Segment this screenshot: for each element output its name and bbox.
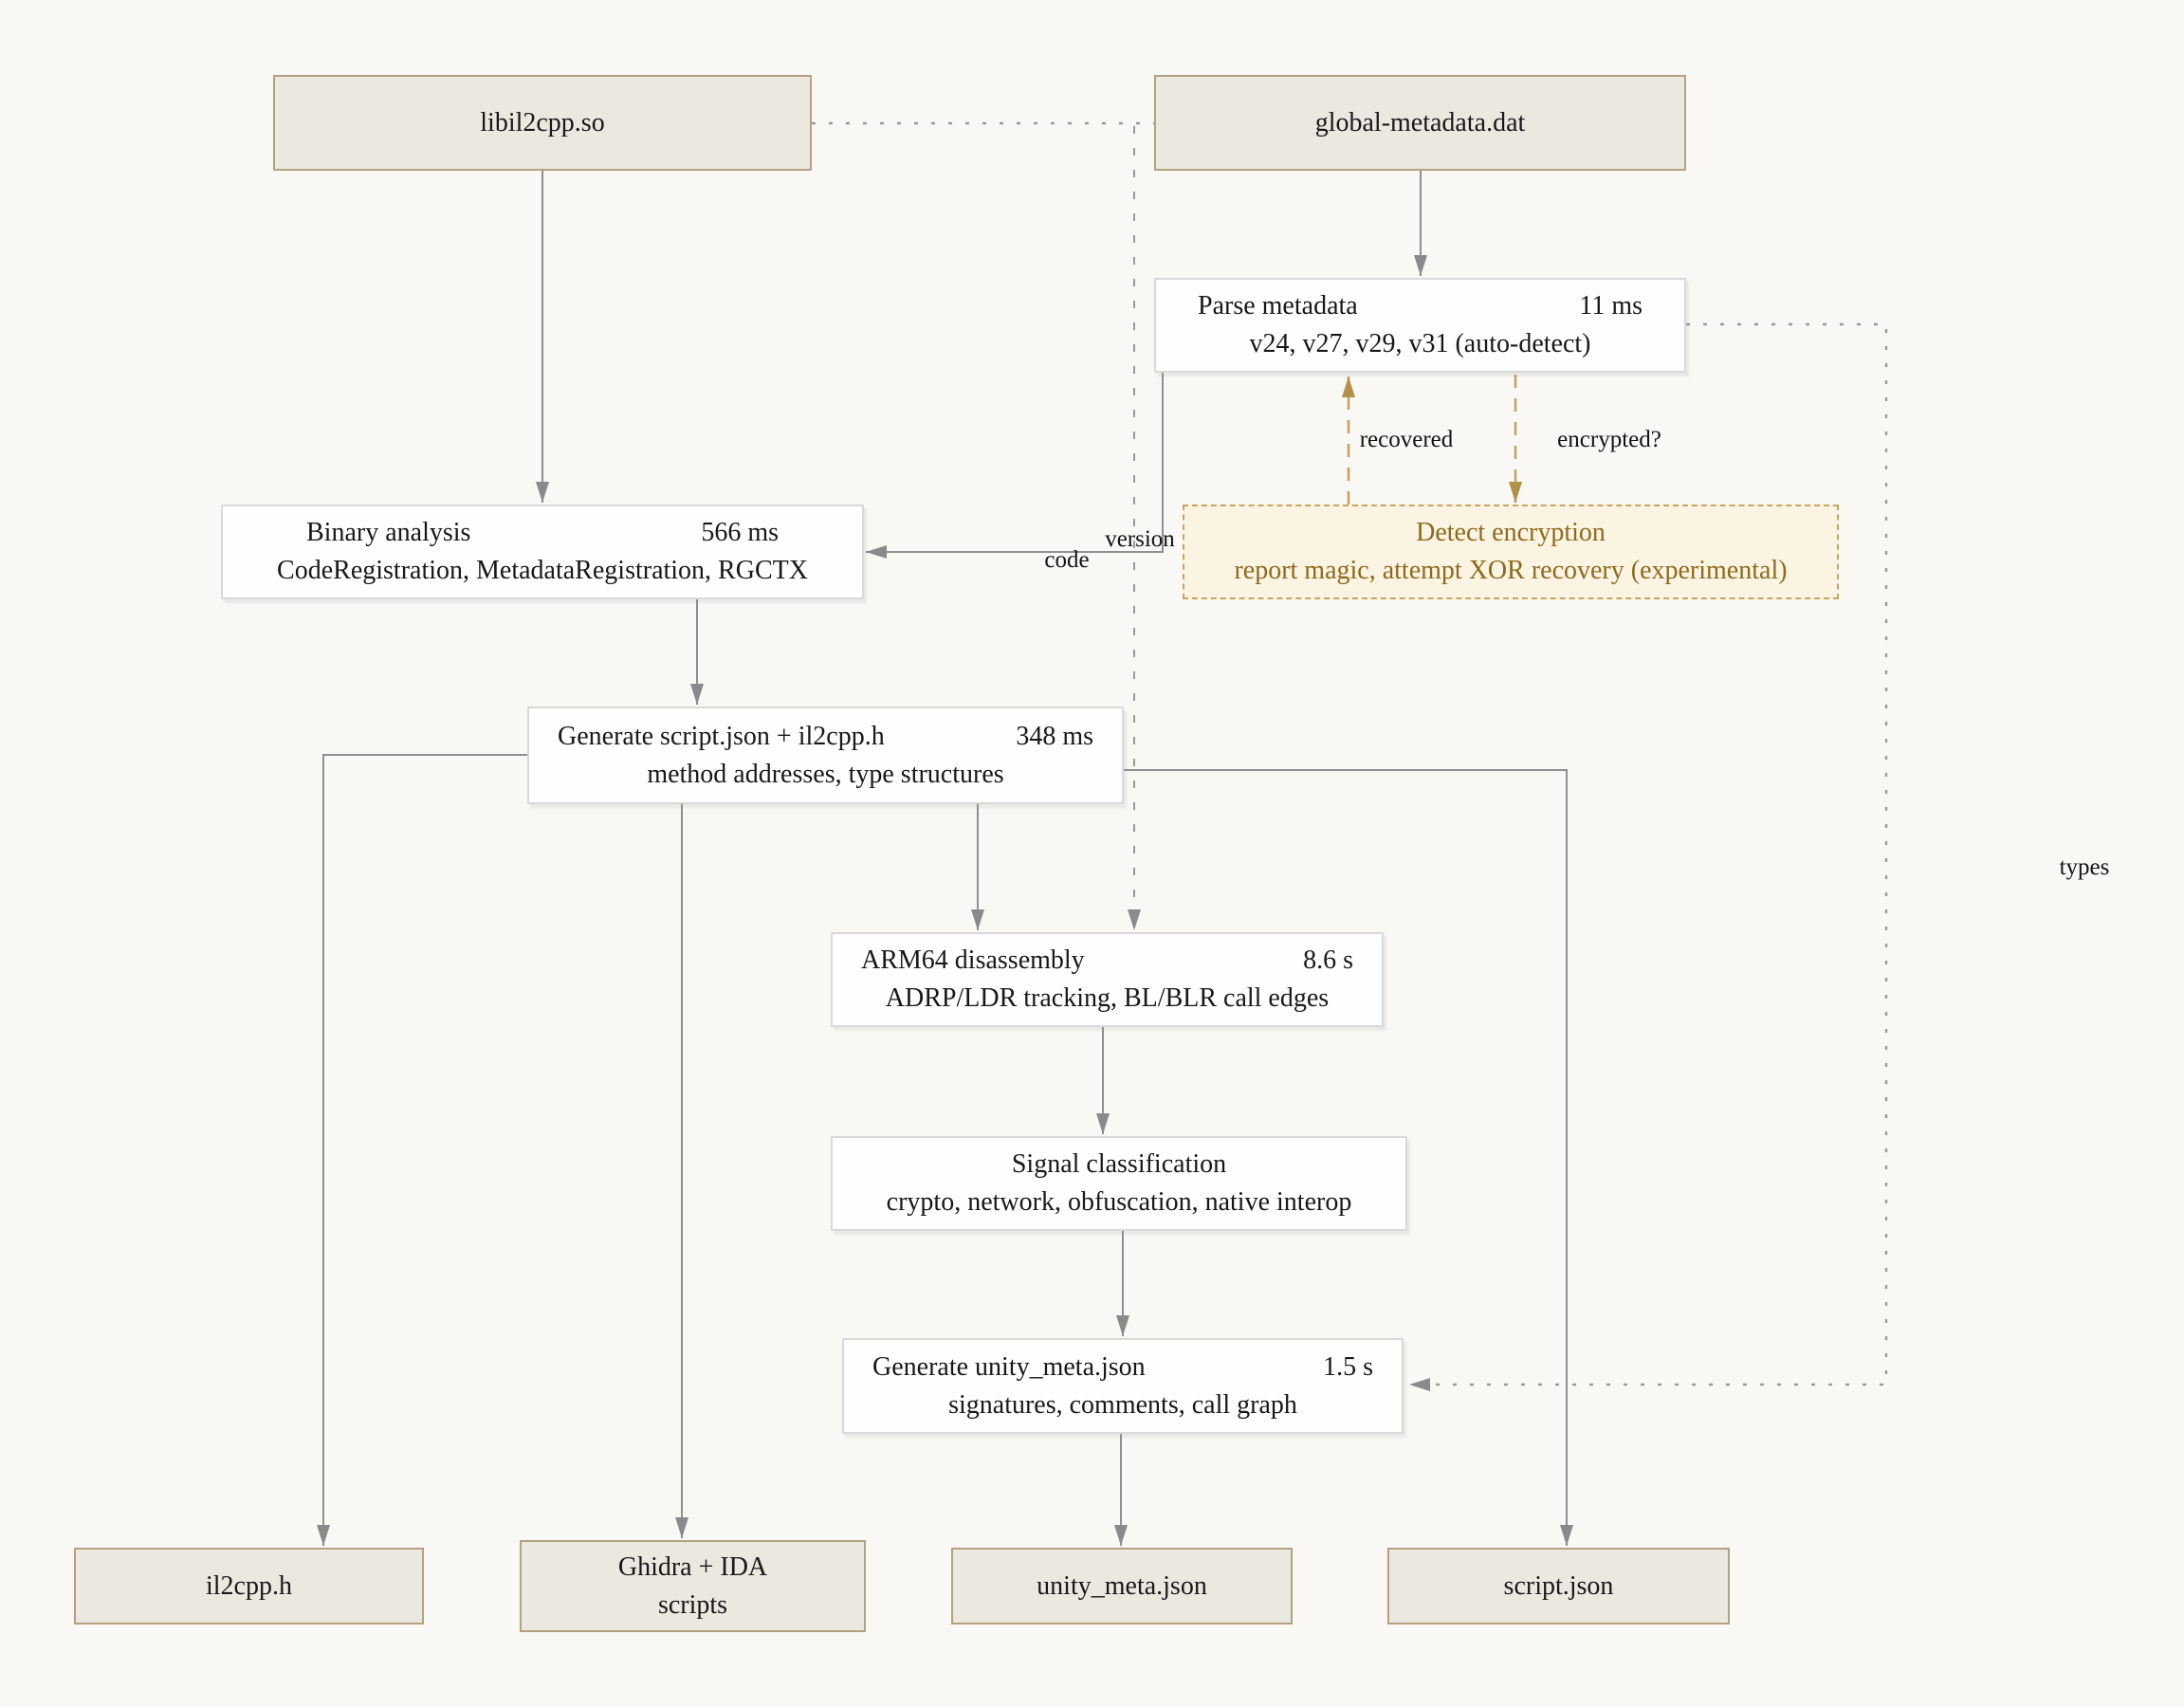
node-binary-analysis: Binary analysis 566 ms CodeRegistration,… [221,505,864,599]
node-output-unity-meta-json: unity_meta.json [951,1548,1293,1624]
node-arm64-disassembly: ARM64 disassembly 8.6 s ADRP/LDR trackin… [831,932,1384,1027]
node-timing: 566 ms [701,518,779,548]
node-title: Generate unity_meta.json [872,1351,1146,1382]
node-label: unity_meta.json [1037,1570,1207,1601]
node-output-script-json: script.json [1387,1548,1730,1624]
node-output-ghidra-ida-scripts: Ghidra + IDA scripts [520,1540,866,1632]
node-title: Signal classification [1011,1149,1227,1180]
node-detect-encryption: Detect encryption report magic, attempt … [1183,505,1839,599]
node-generate-unity-meta: Generate unity_meta.json 1.5 s signature… [842,1338,1404,1434]
node-label: il2cpp.h [206,1570,292,1601]
edge-parse-to-binary [866,373,1164,559]
edge-parse-types-to-generate-unity [1409,322,1888,1391]
node-output-il2cpp-h: il2cpp.h [74,1548,424,1624]
node-subtitle: report magic, attempt XOR recovery (expe… [1234,556,1788,585]
node-signal-classification: Signal classification crypto, network, o… [831,1136,1407,1231]
edge-generate-script-to-il2cpph [317,754,527,1546]
node-subtitle: ADRP/LDR tracking, BL/BLR call edges [885,983,1330,1013]
edge-label-types: types [2059,854,2110,880]
node-label-line2: scripts [657,1589,728,1620]
node-libil2cpp-so: libil2cpp.so [273,75,812,171]
node-title: Parse metadata [1198,291,1358,321]
node-global-metadata-dat: global-metadata.dat [1154,75,1686,171]
edge-label-encrypted: encrypted? [1557,427,1661,452]
node-subtitle: v24, v27, v29, v31 (auto-detect) [1249,329,1591,358]
node-label-line1: Ghidra + IDA [617,1551,768,1582]
edge-generate-script-to-scriptjson [1124,769,1573,1546]
node-subtitle: signatures, comments, call graph [948,1389,1297,1420]
node-timing: 348 ms [1016,721,1093,751]
node-subtitle: crypto, network, obfuscation, native int… [886,1187,1352,1217]
node-title: Generate script.json + il2cpp.h [558,721,885,751]
node-title: Binary analysis [306,518,471,548]
node-timing: 1.5 s [1323,1351,1373,1382]
node-title: ARM64 disassembly [861,945,1085,976]
node-label: libil2cpp.so [480,107,605,138]
node-timing: 8.6 s [1303,945,1353,976]
node-label: script.json [1503,1570,1614,1601]
node-generate-script-json: Generate script.json + il2cpp.h 348 ms m… [527,707,1124,804]
node-title: Detect encryption [1416,518,1606,548]
edge-label-version: version [1105,526,1175,552]
node-timing: 11 ms [1579,291,1643,321]
edge-label-recovered: recovered [1359,427,1454,452]
node-label: global-metadata.dat [1314,107,1526,138]
node-parse-metadata: Parse metadata 11 ms v24, v27, v29, v31 … [1154,278,1686,373]
node-subtitle: CodeRegistration, MetadataRegistration, … [277,556,808,585]
node-subtitle: method addresses, type structures [647,759,1004,789]
edge-label-code: code [1044,547,1090,573]
